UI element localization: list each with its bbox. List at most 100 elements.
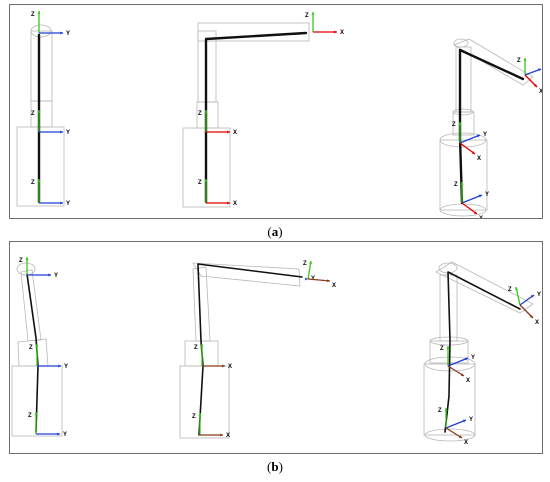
x-axis-label: X	[535, 320, 539, 326]
base-top-outline	[439, 132, 487, 148]
y-axis-arrow	[445, 419, 467, 429]
x-axis-arrow	[200, 433, 223, 437]
z-axis-arrow	[204, 179, 208, 203]
z-axis-label: Z	[303, 261, 307, 267]
forearm-outline	[453, 38, 534, 86]
z-axis-arrow	[200, 344, 204, 366]
shoulder-outline	[17, 338, 49, 367]
y-axis-arrow	[459, 134, 481, 144]
x-axis-label: X	[479, 216, 483, 218]
shoulder-top-outline	[429, 336, 469, 346]
y-axis-label: Y	[483, 132, 487, 138]
x-axis-label: X	[233, 130, 237, 136]
z-axis-label: Z	[31, 180, 35, 186]
y-axis-arrow	[305, 277, 308, 281]
y-axis-label: Y	[66, 201, 70, 207]
y-axis-arrow	[39, 130, 63, 134]
z-axis-label: Z	[31, 12, 35, 18]
x-axis-label: X	[466, 378, 470, 384]
z-axis-arrow	[198, 413, 202, 435]
z-axis-arrow	[37, 179, 41, 203]
y-axis-label: Y	[66, 31, 70, 37]
y-axis-arrow	[39, 31, 63, 35]
x-axis-label: X	[226, 433, 230, 439]
z-axis-arrow	[35, 344, 39, 366]
z-axis-arrow	[25, 257, 29, 275]
forearm-outline	[197, 22, 310, 42]
y-axis-label: Y	[63, 432, 67, 438]
y-axis-arrow	[36, 432, 60, 436]
y-axis-label: Y	[469, 417, 473, 423]
robot-configurations-b: ZYZYZYZXZXZYXZYXZYXZYX	[11, 257, 541, 446]
shoulder-outline	[452, 111, 475, 136]
x-axis-arrow	[461, 202, 478, 215]
link-chain	[458, 48, 525, 205]
z-axis-arrow	[307, 260, 313, 280]
z-axis-label: Z	[305, 13, 309, 19]
z-axis-arrow	[523, 58, 527, 75]
z-axis-label: Z	[29, 345, 33, 351]
z-axis-arrow	[515, 286, 521, 306]
shoulder-top-outline	[452, 108, 474, 116]
base-outline	[179, 365, 230, 439]
caption-b: (b)	[267, 459, 283, 474]
x-axis-arrow	[524, 74, 538, 88]
base-outline	[439, 139, 488, 211]
y-axis-arrow	[524, 68, 542, 76]
y-axis-arrow	[27, 273, 51, 277]
z-axis-label: Z	[198, 180, 202, 186]
link-chain	[444, 271, 521, 433]
x-axis-label: X	[233, 201, 237, 207]
y-axis-label: Y	[537, 292, 541, 298]
x-axis-label: X	[539, 89, 542, 95]
z-axis-label: Z	[31, 111, 35, 117]
z-axis-label: Z	[517, 58, 521, 64]
upper-arm-outline	[455, 46, 472, 113]
caption-b-letter: b	[271, 459, 279, 474]
x-axis-arrow	[206, 130, 230, 134]
x-axis-arrow	[202, 364, 225, 368]
link-chain	[197, 263, 303, 436]
z-axis-label: Z	[28, 413, 32, 419]
y-axis-label: Y	[471, 355, 475, 361]
z-axis-label: Z	[508, 287, 512, 293]
caption-a: (a)	[267, 224, 283, 239]
panel-b: ZYZYZYZXZXZYXZYXZYXZYX	[9, 241, 543, 454]
z-axis-label: Z	[454, 182, 458, 188]
x-axis-arrow	[459, 142, 476, 155]
z-axis-arrow	[458, 122, 462, 143]
x-axis-label: X	[464, 440, 468, 446]
upper-arm-outline	[30, 30, 53, 102]
x-axis-label: X	[477, 156, 481, 162]
elbow-outline	[453, 38, 469, 48]
z-axis-label: Z	[194, 345, 198, 351]
y-axis-label: Y	[485, 192, 489, 198]
z-axis-arrow	[34, 412, 38, 434]
x-axis-arrow	[206, 201, 230, 205]
upper-arm-outline	[192, 266, 211, 342]
z-axis-label: Z	[19, 258, 23, 264]
z-axis-label: Z	[438, 408, 442, 414]
z-axis-label: Z	[452, 122, 456, 128]
y-axis-label: Y	[66, 130, 70, 136]
forearm-outline	[435, 261, 534, 314]
z-axis-arrow	[446, 346, 450, 366]
y-axis-label: Y	[64, 364, 68, 370]
z-axis-arrow	[37, 110, 41, 132]
base-outline	[16, 126, 65, 207]
z-axis-arrow	[37, 11, 41, 33]
x-axis-arrow	[307, 278, 331, 283]
link-chain	[26, 273, 39, 433]
y-axis-arrow	[519, 294, 535, 306]
y-axis-arrow	[37, 364, 61, 368]
z-axis-arrow	[444, 408, 448, 428]
x-axis-arrow	[313, 30, 337, 34]
z-axis-arrow	[204, 110, 208, 132]
y-axis-arrow	[461, 194, 483, 204]
z-axis-arrow	[311, 12, 315, 32]
x-axis-label: X	[340, 30, 344, 36]
y-axis-label: Y	[54, 273, 58, 279]
x-axis-arrow	[445, 427, 463, 439]
